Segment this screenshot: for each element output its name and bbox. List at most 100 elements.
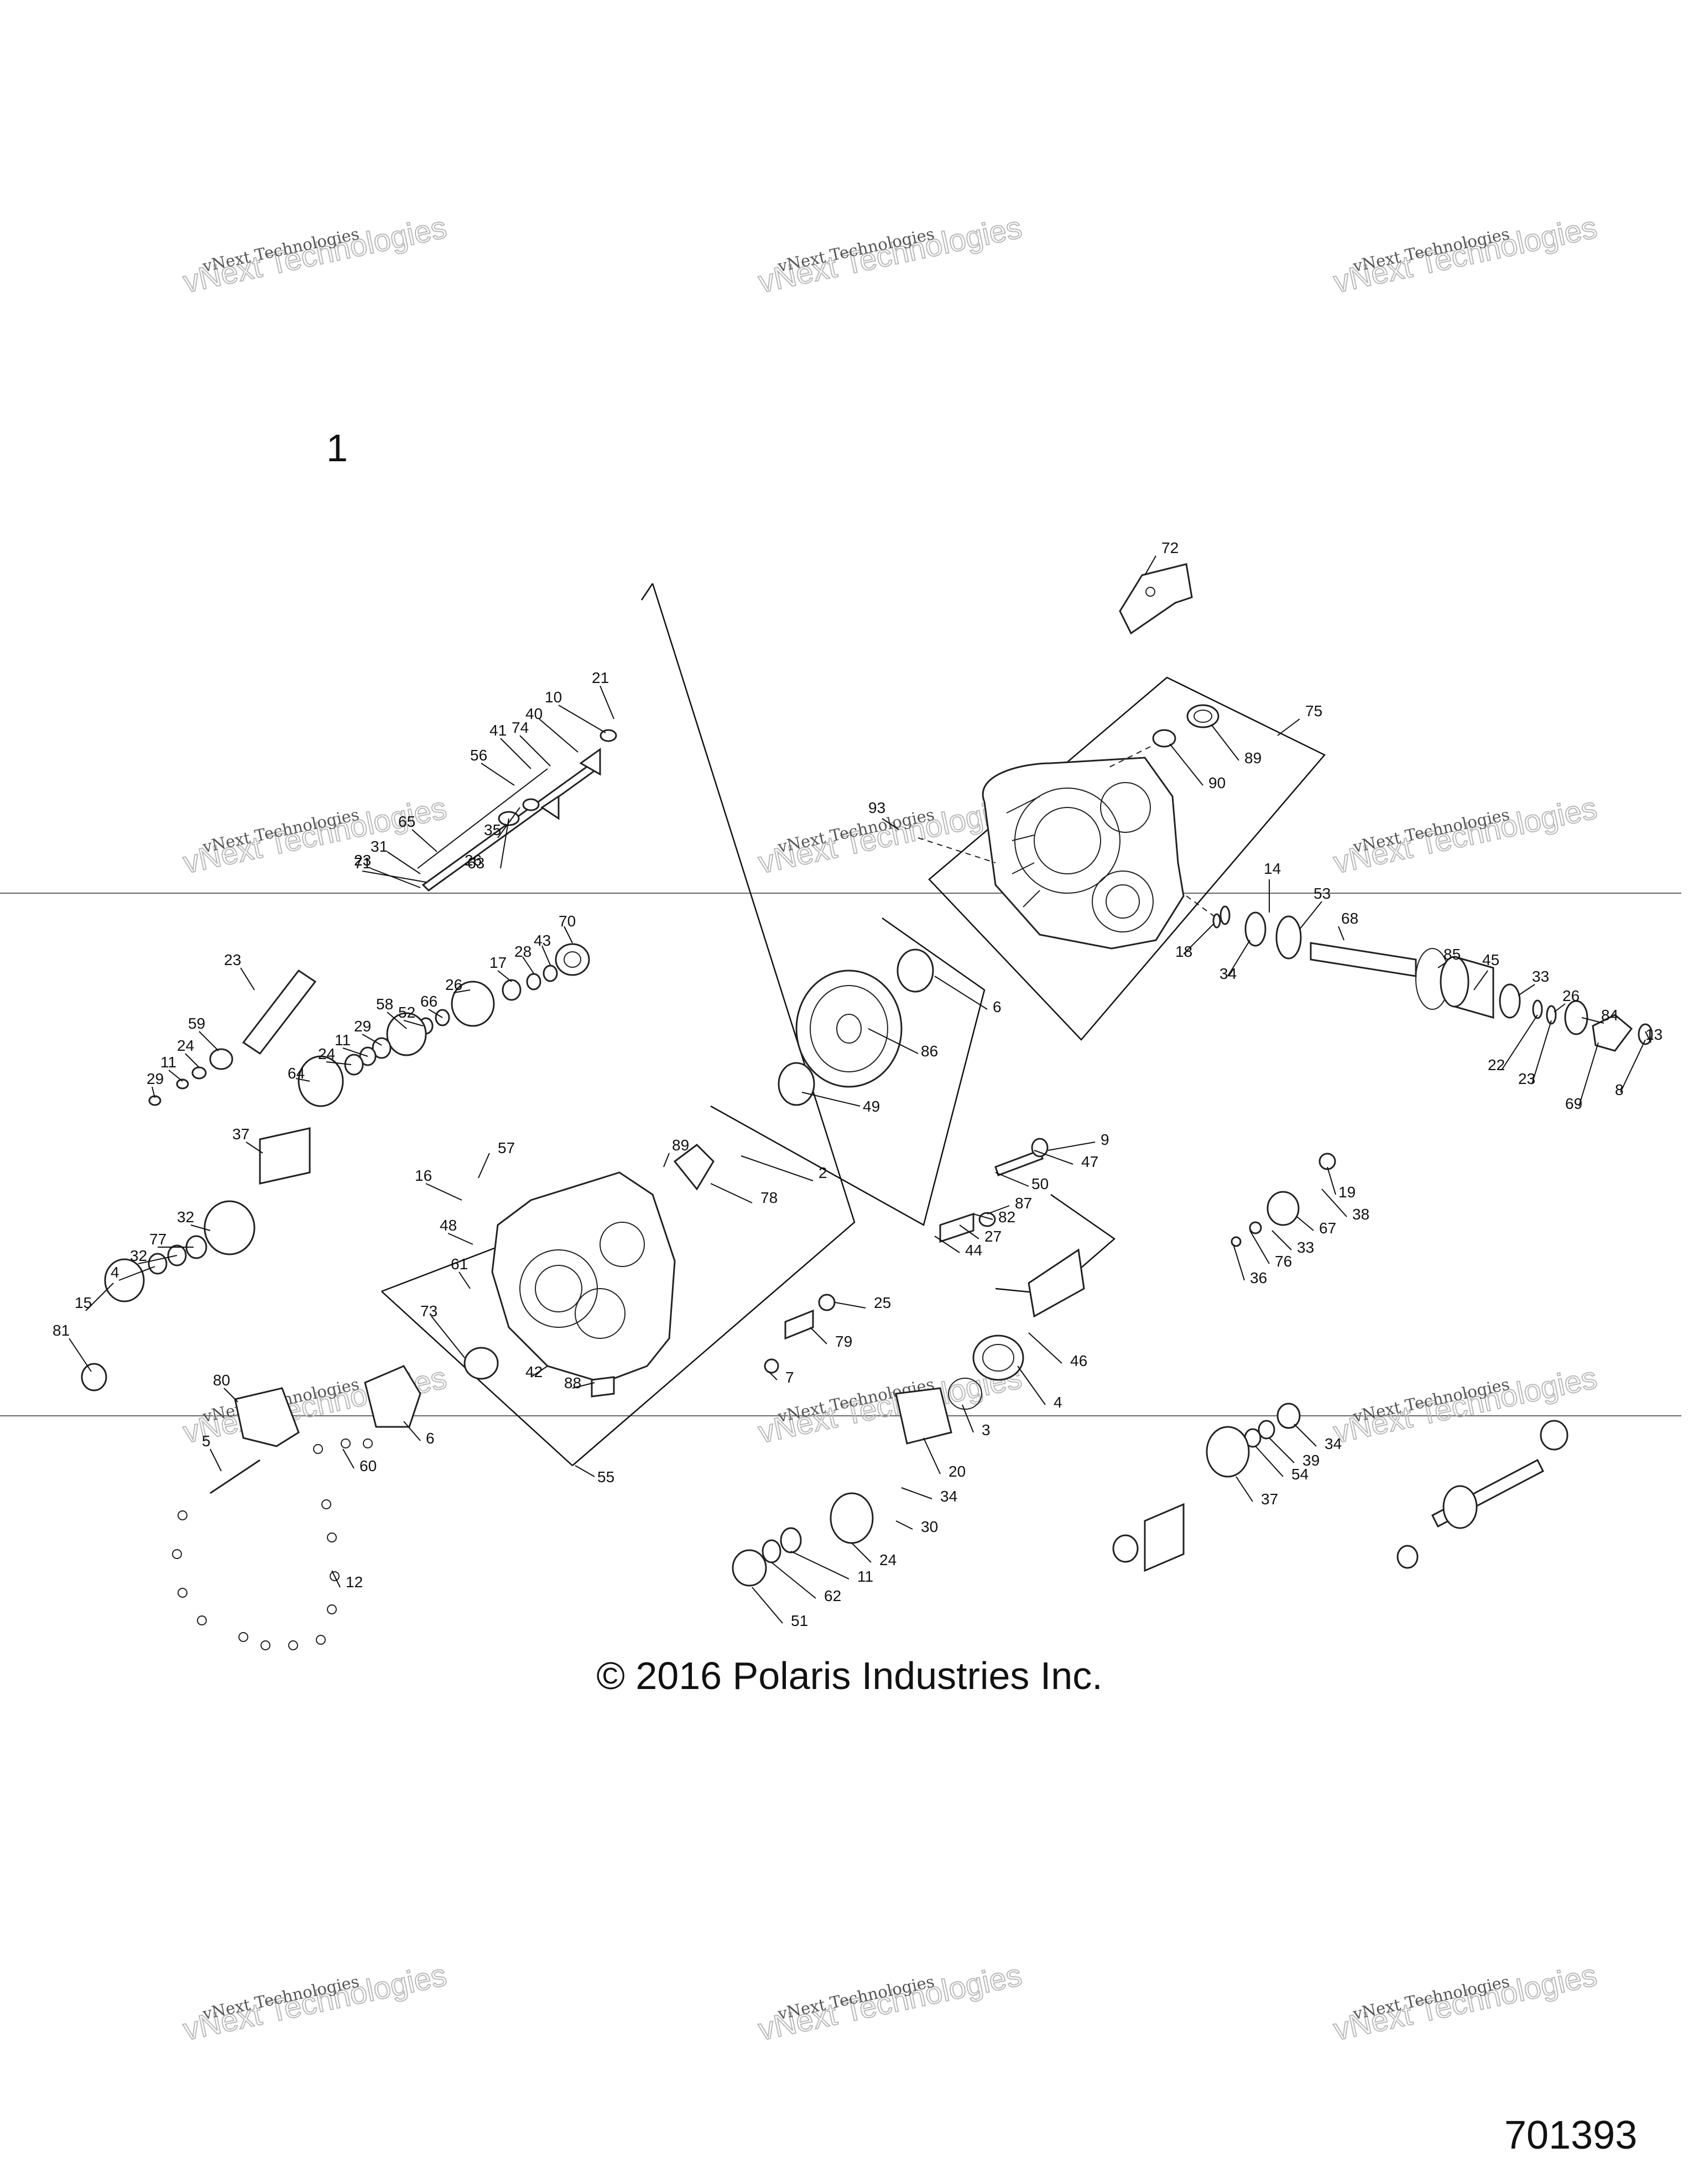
callout-leader [575, 1465, 595, 1477]
callout-leader [901, 1487, 932, 1499]
callout-leader [1233, 1244, 1245, 1281]
callout-leader [223, 1388, 238, 1403]
bolt-ring-3 [172, 1438, 373, 1650]
cover-49 [673, 1144, 715, 1191]
callout-label: 45 [1482, 951, 1499, 968]
callout-leader [403, 1020, 424, 1026]
callout-leader [801, 1092, 861, 1107]
callout-leader [295, 1078, 310, 1082]
watermark-grid: vNext Technologies vNext Technologies vN… [180, 209, 1601, 2047]
callout-label: 44 [965, 1242, 982, 1259]
callout-label: 42 [525, 1363, 543, 1380]
callout-label: 20 [948, 1463, 966, 1480]
callout-leader [342, 1448, 355, 1469]
shaft-51 [1144, 1503, 1185, 1572]
callout-label: 68 [1341, 910, 1358, 927]
callout-label: 52 [398, 1004, 415, 1021]
hub-64 [104, 1258, 145, 1302]
callout-label: 72 [1161, 539, 1179, 556]
callout-leader [1578, 1042, 1599, 1107]
axis-line [918, 837, 996, 863]
ring-38 [818, 1294, 836, 1311]
callout-label: 81 [53, 1322, 70, 1339]
callout-leader [959, 1224, 979, 1239]
bracket-72 [1119, 563, 1193, 635]
callout-leader [1294, 1424, 1317, 1447]
watermark: vNext Technologies vNext Technologies [755, 209, 1025, 300]
watermark: vNext Technologies vNext Technologies [1330, 209, 1601, 300]
spring-10-top [600, 729, 617, 742]
seal-32-top [897, 948, 934, 993]
callout-label: 57 [498, 1139, 515, 1156]
callout-leader [1047, 1141, 1096, 1151]
copyright-notice: © 2016 Polaris Industries Inc. [596, 1654, 1103, 1697]
callout-label: 51 [791, 1612, 808, 1629]
callout-leader [663, 1153, 670, 1167]
ring-12 [780, 1527, 802, 1554]
callout-label: 87 [1015, 1195, 1032, 1212]
gear-66 [298, 1055, 344, 1107]
group-box-76 [995, 1193, 1116, 1295]
flange-69 [1592, 1014, 1633, 1052]
bearing-34-bottom-b [1112, 1534, 1139, 1563]
callout-leader [600, 685, 614, 720]
callout-label: 26 [465, 852, 482, 869]
callout-label: 60 [359, 1457, 377, 1474]
cover-46 [364, 1365, 421, 1428]
callout-leader [1327, 1166, 1336, 1195]
seal-90 [1152, 729, 1176, 748]
callout-label: 47 [1081, 1153, 1098, 1170]
bracket-79 [234, 1387, 300, 1447]
pin-19 [1231, 1236, 1242, 1247]
callout-leader [199, 1031, 219, 1051]
callout-leader [453, 989, 471, 993]
callout-leader [500, 818, 509, 869]
gear-60 [830, 1492, 874, 1544]
callout-leader [741, 1155, 814, 1181]
callout-label: 10 [545, 689, 562, 706]
callout-label: 63 [467, 854, 484, 872]
seal-32-bottom [778, 1062, 815, 1106]
callout-leader [1255, 1446, 1284, 1477]
callout-label: 75 [1305, 702, 1322, 720]
callout-leader [768, 1371, 778, 1380]
bearing-31 [555, 943, 590, 976]
plate-55 [939, 1212, 974, 1243]
callout-leader [403, 1421, 421, 1441]
callout-leader [995, 1172, 1029, 1187]
callout-label: 11 [335, 1031, 351, 1049]
callout-leader [810, 1327, 827, 1344]
callout-leader [1645, 1031, 1651, 1043]
callout-leader [558, 705, 606, 733]
callout-leader [851, 1542, 872, 1563]
fork-right [579, 748, 601, 776]
callout-label: 23 [224, 951, 241, 968]
callout-leader [190, 1224, 211, 1231]
callout-label: 86 [921, 1043, 938, 1060]
callout-label: 24 [879, 1551, 897, 1568]
callout-leader [417, 768, 548, 869]
ring-29-a [344, 1054, 364, 1076]
callout-leader [522, 956, 534, 974]
callout-leader [1028, 1332, 1062, 1364]
callout-label: 74 [512, 719, 529, 736]
callout-label: 22 [1488, 1056, 1505, 1073]
callout-leader [710, 1183, 753, 1203]
ring-20 [762, 1539, 781, 1563]
callout-leader [868, 1028, 919, 1054]
callout-leader [1227, 940, 1250, 977]
callout-leader [541, 945, 551, 966]
callout-label: 6 [426, 1430, 435, 1447]
callout-label: 23 [1518, 1070, 1535, 1087]
callout-label: 37 [232, 1125, 249, 1143]
callout-label: 24 [177, 1037, 194, 1054]
callout-label: 59 [188, 1015, 205, 1032]
callout-leader [1269, 1437, 1295, 1463]
bearing-70 [209, 1048, 233, 1070]
callout-leader [331, 1570, 341, 1588]
callout-leader [362, 1034, 382, 1046]
callout-leader [530, 1365, 548, 1378]
callout-label: 64 [288, 1065, 305, 1082]
